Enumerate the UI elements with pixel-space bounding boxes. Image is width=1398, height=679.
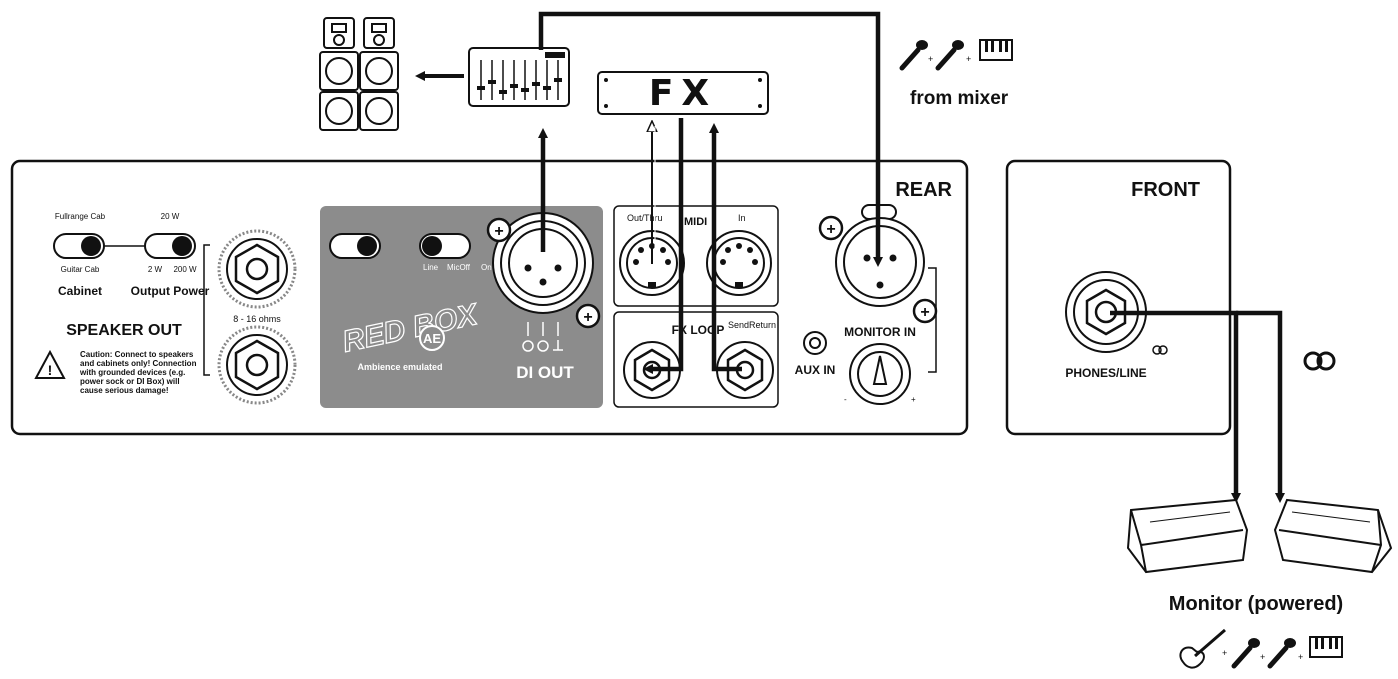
svg-text:power sock or DI Box) will: power sock or DI Box) will (80, 377, 180, 386)
ae-badge: AE (419, 325, 445, 351)
front-title: FRONT (1131, 179, 1200, 201)
midi-in-label: In (738, 213, 746, 223)
front-panel: FRONT PHONES/LINE (1005, 159, 1232, 436)
aux-in-jack[interactable] (803, 331, 827, 355)
keyboard-icon (979, 39, 1013, 61)
fx-unit: FX (597, 71, 769, 115)
svg-text:+: + (920, 304, 929, 321)
speaker-out-label: SPEAKER OUT (66, 322, 182, 339)
plus-sign: + (1260, 652, 1265, 662)
midi-out-thru-label: Out/Thru (627, 213, 663, 223)
mixer-icon (468, 47, 570, 107)
microphone-icon (935, 40, 964, 71)
cables (538, 11, 1285, 503)
microphone-icon (899, 40, 928, 71)
send-return-label: SendReturn (728, 320, 776, 330)
svg-text:+: + (494, 223, 503, 240)
speaker-out-jack-1[interactable] (217, 229, 297, 309)
knob-minus-label: - (844, 395, 847, 404)
midi-label: MIDI (684, 216, 707, 228)
cabinet-switch-knob (81, 236, 101, 256)
aux-in-label: AUX IN (795, 363, 836, 377)
plus-sign: + (1222, 648, 1227, 658)
svg-text:cause serious damage!: cause serious damage! (80, 386, 168, 395)
guitar-icon (1179, 628, 1226, 669)
knob-plus-label: + (911, 395, 916, 404)
monitor-powered-label: Monitor (powered) (1169, 593, 1343, 615)
switch-on-label: On (481, 263, 492, 272)
plus-sign: + (966, 54, 971, 64)
monitor-speaker-left-icon (1126, 498, 1249, 574)
phones-to-monitor-right-cable (1236, 310, 1285, 503)
warning-icon: ! (34, 349, 66, 379)
microphone-icon (1267, 638, 1296, 669)
output-power-switch-knob (172, 236, 192, 256)
output-power-2w-label: 2 W (148, 265, 163, 274)
plus-sign: + (928, 54, 933, 64)
switch-line-label: Line (423, 263, 439, 272)
microphone-icons: + + (899, 39, 1013, 71)
fx-to-send-cable (643, 118, 684, 374)
svg-text:Caution: Connect to speakers: Caution: Connect to speakers (80, 350, 194, 359)
stereo-icon (1152, 345, 1168, 355)
rear-panel: REAR Fullrange Cab Guitar Cab Cabinet 20… (10, 159, 969, 436)
keyboard-icon (1309, 636, 1343, 658)
mixer-to-monitor-in-cable (538, 11, 883, 267)
fx-loop-label: FX LOOP (672, 323, 725, 337)
svg-text:and cabinets only! Connection: and cabinets only! Connection (80, 359, 197, 368)
return-to-fx-cable (709, 123, 742, 372)
svg-text:!: ! (48, 362, 53, 378)
cabinet-top-label: Fullrange Cab (55, 212, 106, 221)
svg-text:with grounded devices (e.g.: with grounded devices (e.g. (79, 368, 185, 377)
cabinet-label: Cabinet (58, 284, 102, 298)
svg-text:+: + (826, 221, 835, 238)
ohms-label: 8 - 16 ohms (233, 314, 281, 324)
plus-circle-icon: + (486, 217, 512, 243)
svg-text:AE: AE (423, 331, 441, 346)
microphone-icon (1231, 638, 1260, 669)
monitor-in-label: MONITOR IN (844, 325, 916, 339)
switch-micoff-label: MicOff (447, 263, 471, 272)
di-out-label: DI OUT (516, 363, 574, 382)
plus-sign: + (1298, 652, 1303, 662)
svg-text:+: + (583, 309, 592, 326)
output-power-200w-label: 200 W (173, 265, 197, 274)
plus-circle-icon: + (575, 303, 601, 329)
speaker-out-jack-2[interactable] (217, 325, 297, 405)
di-out-xlr-jack[interactable] (492, 212, 594, 314)
monitor-level-knob[interactable] (849, 343, 911, 405)
monitor-speaker-right-icon (1273, 498, 1393, 574)
output-power-top-label: 20 W (161, 212, 180, 221)
fx-label: FX (649, 73, 717, 114)
output-power-label: Output Power (131, 284, 210, 298)
stereo-icon (1303, 351, 1336, 371)
plus-circle-icon: + (912, 298, 938, 324)
rear-title: REAR (895, 179, 952, 201)
from-mixer-label: from mixer (910, 88, 1009, 109)
caution-text: Caution: Connect to speakers and cabinet… (79, 350, 197, 395)
pin-legend (522, 322, 563, 352)
plus-circle-icon: + (818, 215, 844, 241)
pa-speakers-icon (319, 17, 399, 131)
ambience-caption: Ambience emulated (357, 362, 442, 372)
phones-line-jack[interactable] (1065, 271, 1147, 353)
phones-line-label: PHONES/LINE (1065, 366, 1146, 380)
cabinet-bottom-label: Guitar Cab (61, 265, 100, 274)
midi-in-jack[interactable] (706, 230, 772, 296)
